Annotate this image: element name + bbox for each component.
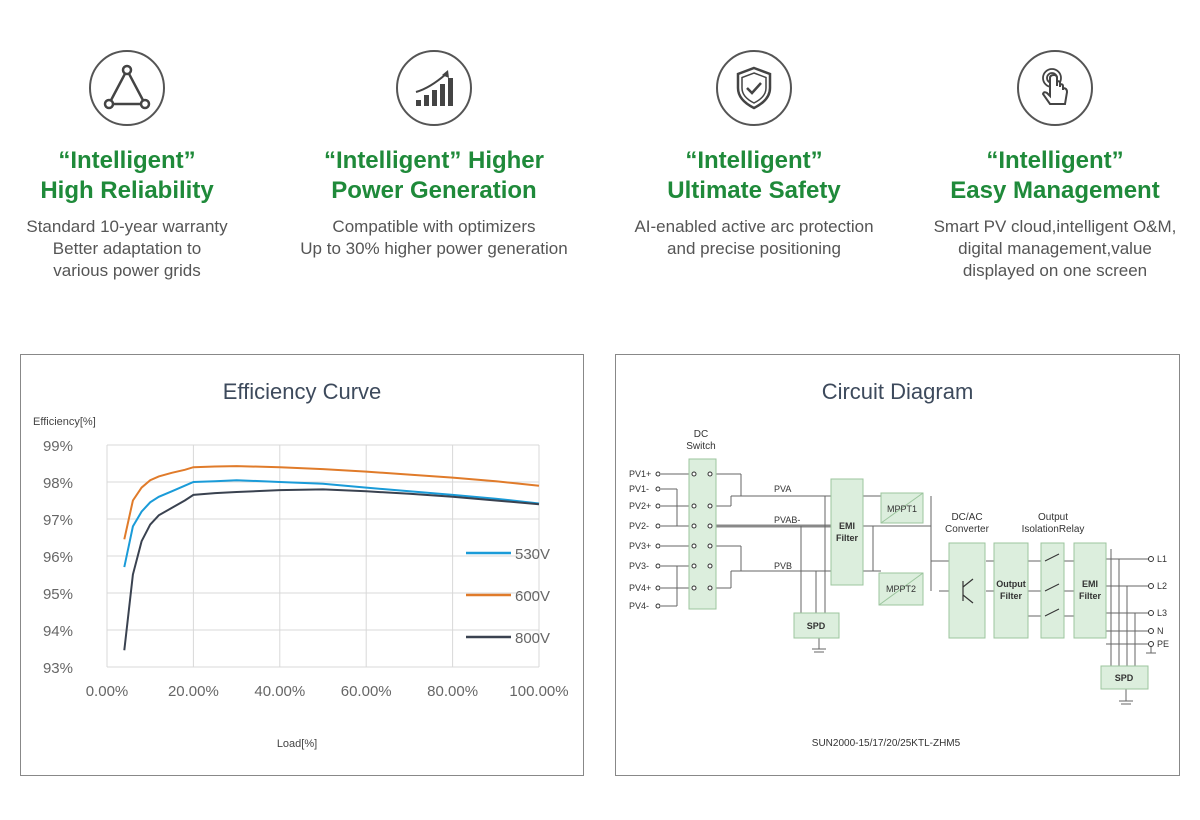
growth-chart-icon bbox=[396, 50, 472, 126]
relay-label: Output bbox=[1038, 512, 1068, 523]
spd-label: SPD bbox=[807, 621, 826, 631]
feature-desc-line: Standard 10-year warranty bbox=[26, 217, 228, 236]
feature-title-line1: “Intelligent” Higher bbox=[323, 147, 544, 174]
emi-filter-label: EMI bbox=[839, 521, 855, 531]
feature-title-line2: Ultimate Safety bbox=[667, 177, 841, 204]
emi-filter-out-label: EMI bbox=[1082, 579, 1098, 589]
feature-higher-power-generation: “Intelligent” Higher Power Generation Co… bbox=[284, 50, 584, 260]
feature-desc: Smart PV cloud,intelligent O&M, digital … bbox=[905, 216, 1200, 282]
circuit-panel-title: Circuit Diagram bbox=[821, 379, 974, 404]
feature-desc: Standard 10-year warranty Better adaptat… bbox=[0, 216, 277, 282]
mppt-label: MPPT2 bbox=[886, 584, 916, 594]
triangle-icon bbox=[89, 50, 165, 126]
y-tick-label: 98% bbox=[43, 475, 73, 492]
dc-switch-label: DC bbox=[694, 429, 708, 440]
pv-input-label: PV4+ bbox=[629, 583, 651, 593]
feature-title-line2: Easy Management bbox=[950, 177, 1160, 204]
model-label: SUN2000-15/17/20/25KTL-ZHM5 bbox=[812, 738, 961, 749]
dcac-label: Converter bbox=[945, 524, 990, 535]
legend-label: 530V bbox=[515, 546, 550, 563]
x-tick-label: 20.00% bbox=[168, 683, 219, 700]
feature-title: “Intelligent” Ultimate Safety bbox=[604, 146, 904, 206]
y-tick-label: 95% bbox=[43, 586, 73, 603]
feature-title-line1: “Intelligent” bbox=[986, 147, 1124, 174]
dcac-label: DC/AC bbox=[951, 512, 982, 523]
y-tick-label: 99% bbox=[43, 438, 73, 455]
spd-label: SPD bbox=[1115, 673, 1134, 683]
output-filter-label: Output bbox=[996, 579, 1026, 589]
pv-input-label: PV2+ bbox=[629, 501, 651, 511]
feature-title-line1: “Intelligent” bbox=[58, 147, 196, 174]
feature-title: “Intelligent” Higher Power Generation bbox=[284, 146, 584, 206]
feature-desc-line: displayed on one screen bbox=[962, 261, 1148, 280]
feature-easy-management: “Intelligent” Easy Management Smart PV c… bbox=[905, 50, 1200, 282]
emi-filter-out-label: Filter bbox=[1079, 591, 1102, 601]
x-tick-label: 60.00% bbox=[341, 683, 392, 700]
output-label: L1 bbox=[1157, 554, 1167, 564]
series-line-530V bbox=[123, 479, 540, 568]
feature-desc-line: Compatible with optimizers bbox=[332, 217, 536, 236]
y-axis-label: Efficiency[%] bbox=[33, 416, 96, 428]
output-filter-label: Filter bbox=[1000, 591, 1023, 601]
feature-title-line2: Power Generation bbox=[331, 177, 537, 204]
circuit-diagram: DC Switch PV1+ PV1- PV2+ PV2- PV3+ PV3- … bbox=[629, 429, 1169, 749]
bus-label: PVA bbox=[774, 484, 791, 494]
y-tick-label: 93% bbox=[43, 660, 73, 677]
pv-input-label: PV3+ bbox=[629, 541, 651, 551]
circuit-diagram-panel: Circuit Diagram bbox=[615, 354, 1180, 776]
feature-desc-line: various power grids bbox=[53, 261, 201, 280]
feature-title-line2: High Reliability bbox=[40, 177, 214, 204]
x-tick-label: 40.00% bbox=[254, 683, 305, 700]
output-label: L3 bbox=[1157, 608, 1167, 618]
feature-desc-line: Smart PV cloud,intelligent O&M, bbox=[933, 217, 1177, 236]
feature-high-reliability: “Intelligent” High Reliability Standard … bbox=[0, 50, 277, 282]
touch-hand-icon bbox=[1017, 50, 1093, 126]
pv-input-label: PV1- bbox=[629, 484, 649, 494]
bus-label: PVAB- bbox=[774, 515, 800, 525]
y-tick-label: 94% bbox=[43, 623, 73, 640]
legend-label: 600V bbox=[515, 588, 550, 605]
efficiency-panel-title: Efficiency Curve bbox=[222, 379, 382, 404]
feature-desc-line: AI-enabled active arc protection bbox=[634, 217, 874, 236]
x-tick-label: 100.00% bbox=[509, 683, 568, 700]
series-line-600V bbox=[123, 465, 540, 540]
efficiency-chart: 93% 94% 95% 96% 97% 98% 99% 0.00% 20.00% 40.00% 60… bbox=[33, 416, 569, 750]
mppt-label: MPPT1 bbox=[887, 504, 917, 514]
dc-switch-label: Switch bbox=[686, 441, 715, 452]
feature-desc: Compatible with optimizers Up to 30% hig… bbox=[284, 216, 584, 260]
feature-desc-line: Up to 30% higher power generation bbox=[300, 239, 568, 258]
y-tick-label: 97% bbox=[43, 512, 73, 529]
feature-desc-line: and precise positioning bbox=[667, 239, 841, 258]
x-axis-label: Load[%] bbox=[277, 738, 317, 750]
efficiency-curve-panel: Efficiency Curve 93% 94% 95% 96% 97% 98% 99% 0.… bbox=[20, 354, 584, 776]
relay-label: IsolationRelay bbox=[1022, 524, 1085, 535]
feature-desc-line: digital management,value bbox=[958, 239, 1152, 258]
x-tick-label: 80.00% bbox=[427, 683, 478, 700]
feature-title-line1: “Intelligent” bbox=[685, 147, 823, 174]
emi-filter-label: Filter bbox=[836, 533, 859, 543]
series-line-800V bbox=[123, 488, 540, 651]
pv-input-label: PV1+ bbox=[629, 469, 651, 479]
x-tick-label: 0.00% bbox=[86, 683, 129, 700]
feature-desc-line: Better adaptation to bbox=[52, 239, 202, 258]
pv-input-label: PV2- bbox=[629, 521, 649, 531]
bus-label: PVB bbox=[774, 561, 792, 571]
y-tick-label: 96% bbox=[43, 549, 73, 566]
output-label: L2 bbox=[1157, 581, 1167, 591]
feature-title: “Intelligent” High Reliability bbox=[0, 146, 277, 206]
shield-check-icon bbox=[716, 50, 792, 126]
pv-input-label: PV3- bbox=[629, 561, 649, 571]
output-label: PE bbox=[1157, 639, 1169, 649]
pv-input-label: PV4- bbox=[629, 601, 649, 611]
feature-title: “Intelligent” Easy Management bbox=[905, 146, 1200, 206]
output-label: N bbox=[1157, 626, 1164, 636]
feature-ultimate-safety: “Intelligent” Ultimate Safety AI-enabled… bbox=[604, 50, 904, 260]
feature-desc: AI-enabled active arc protection and pre… bbox=[604, 216, 904, 260]
legend-label: 800V bbox=[515, 630, 550, 647]
